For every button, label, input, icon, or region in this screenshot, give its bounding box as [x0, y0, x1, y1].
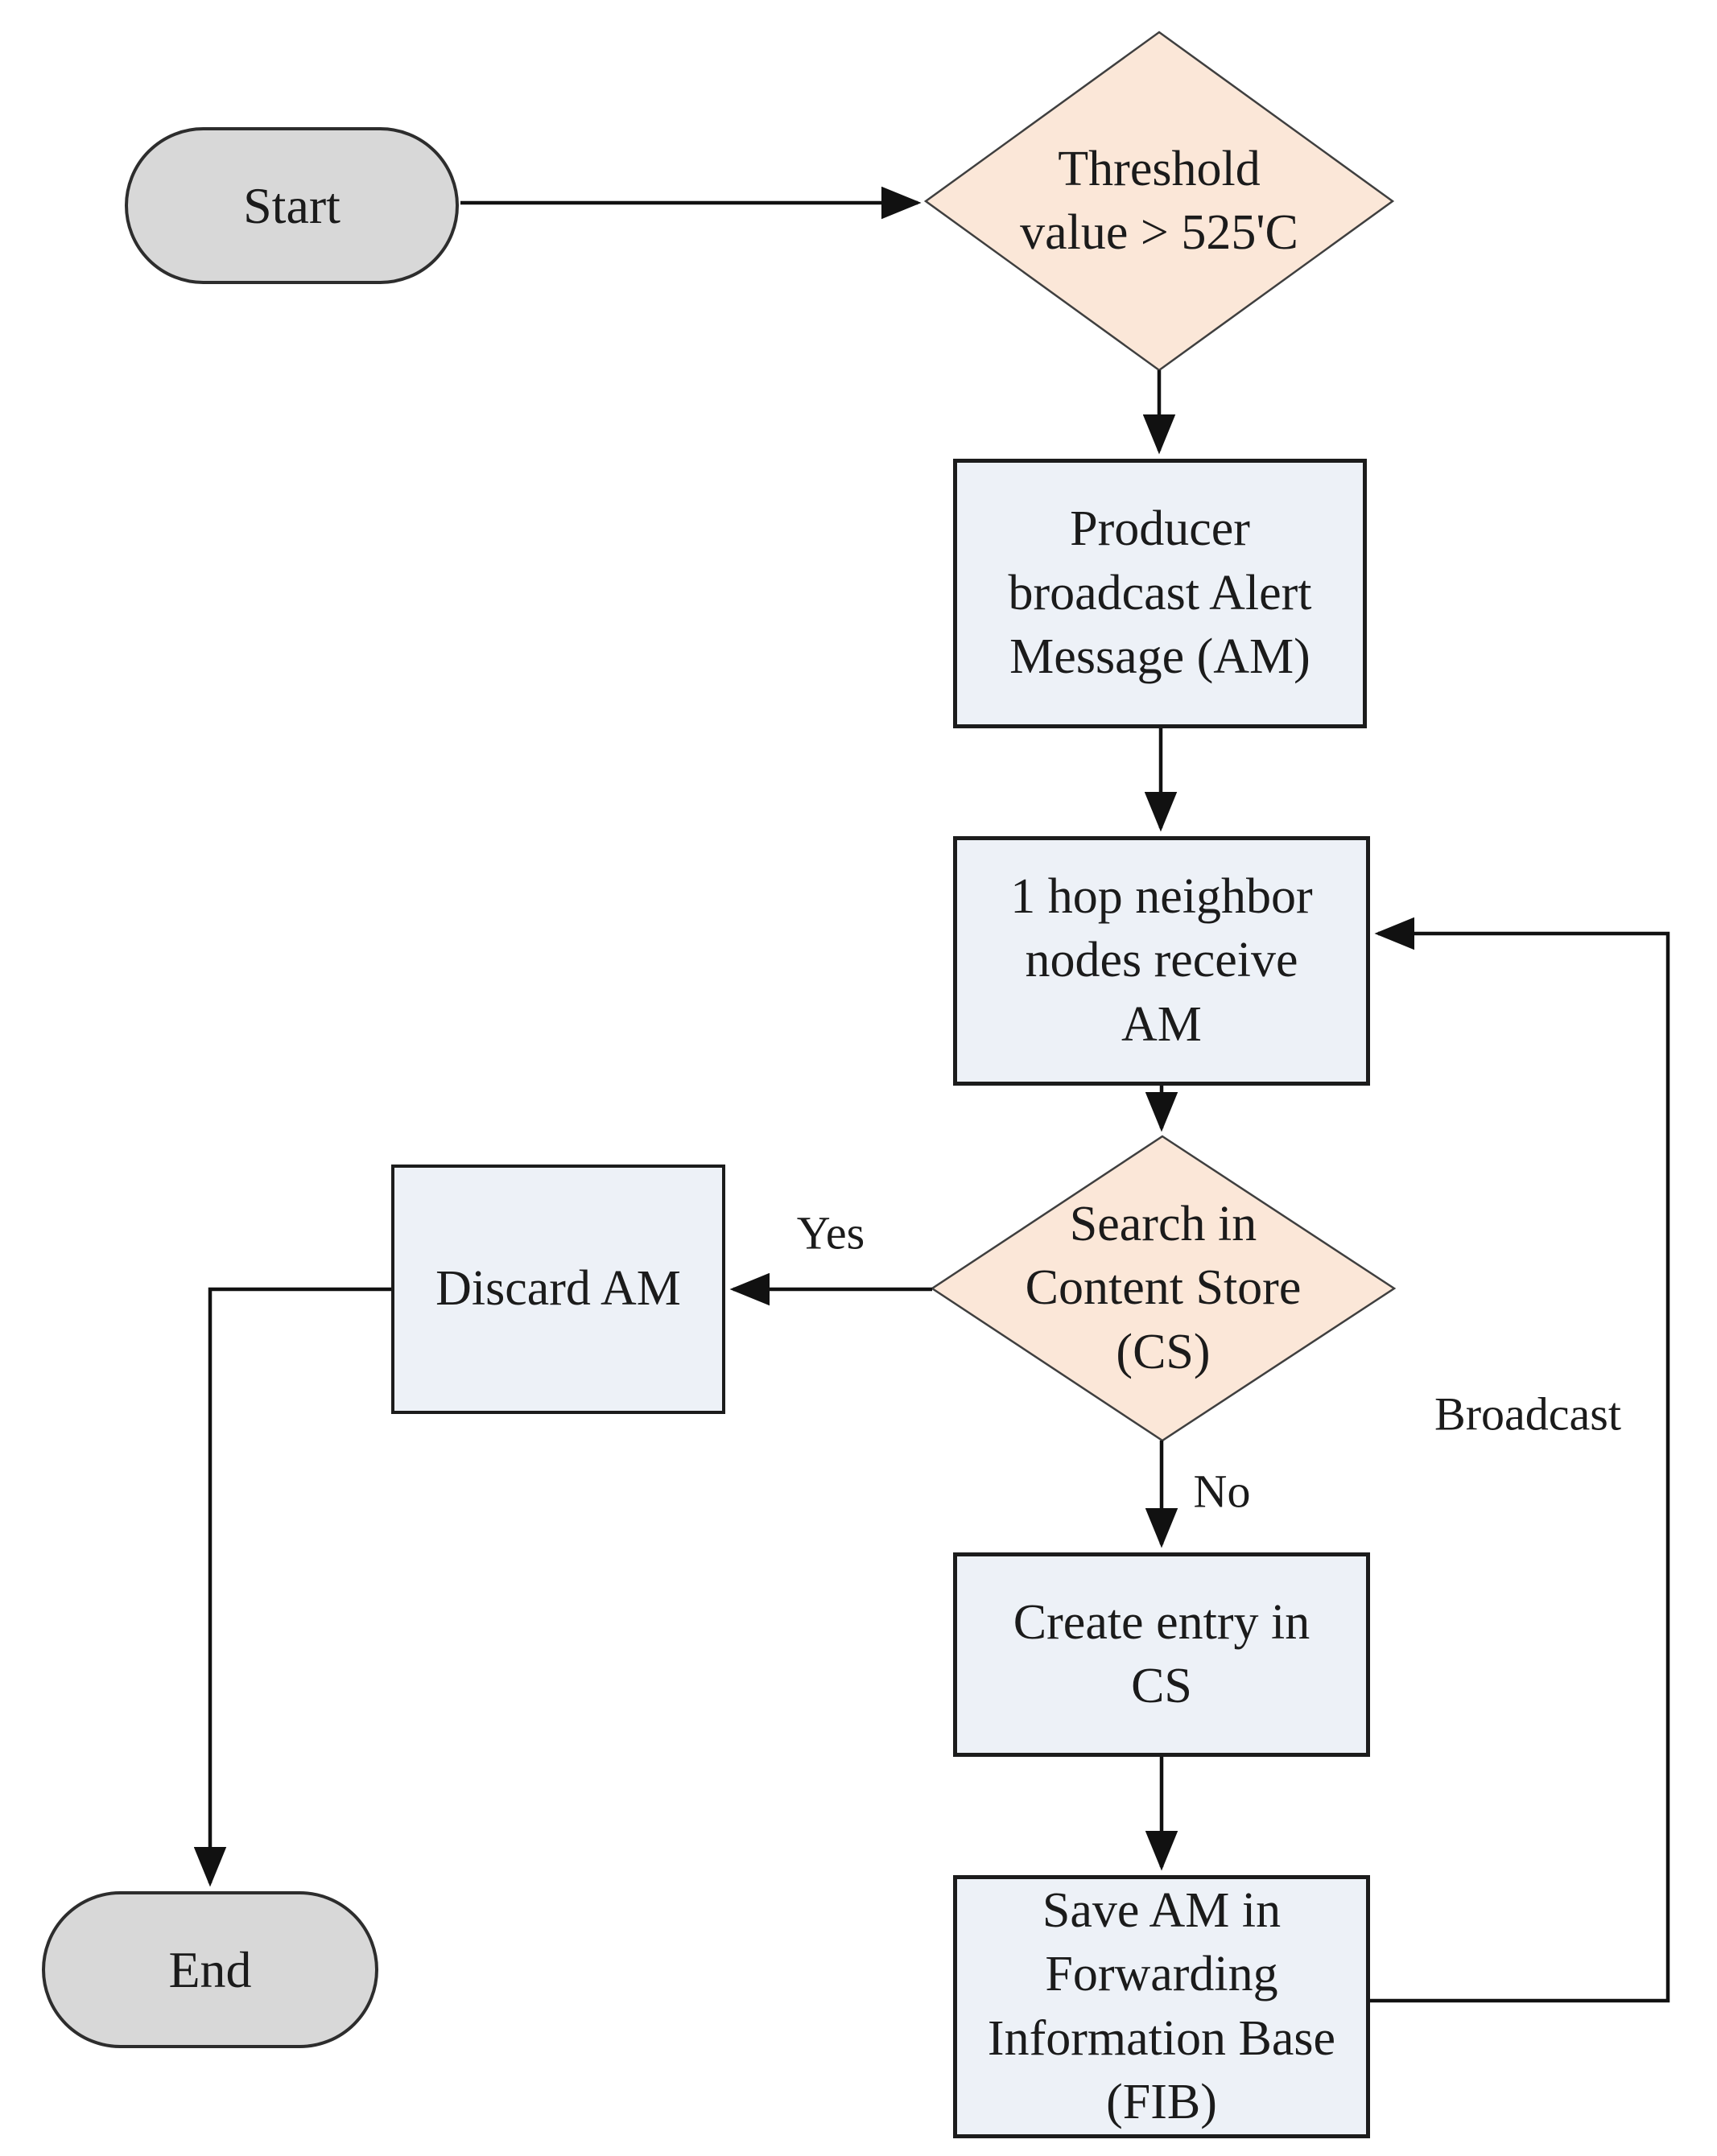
hop-neighbors-process: 1 hop neighbor nodes receive AM — [953, 836, 1370, 1086]
edge-label-no: No — [1193, 1465, 1251, 1518]
search-cs-decision-label: Search in Content Store (CS) — [1025, 1196, 1302, 1379]
edge-label-broadcast: Broadcast — [1434, 1387, 1621, 1441]
start-terminator: Start — [125, 127, 459, 284]
save-fib-process: Save AM in Forwarding Information Base (… — [953, 1875, 1370, 2138]
discard-am-process: Discard AM — [391, 1165, 725, 1414]
edge-discard-to-end — [193, 1287, 393, 1887]
producer-broadcast-process: Producer broadcast Alert Message (AM) — [953, 459, 1367, 728]
edge-fib-broadcast-to-hop — [1368, 917, 1670, 2003]
create-entry-process: Create entry in CS — [953, 1552, 1370, 1757]
end-terminator: End — [42, 1891, 378, 2048]
edge-label-yes: Yes — [796, 1206, 865, 1259]
threshold-decision-label: Threshold value > 525'C — [1020, 141, 1298, 260]
